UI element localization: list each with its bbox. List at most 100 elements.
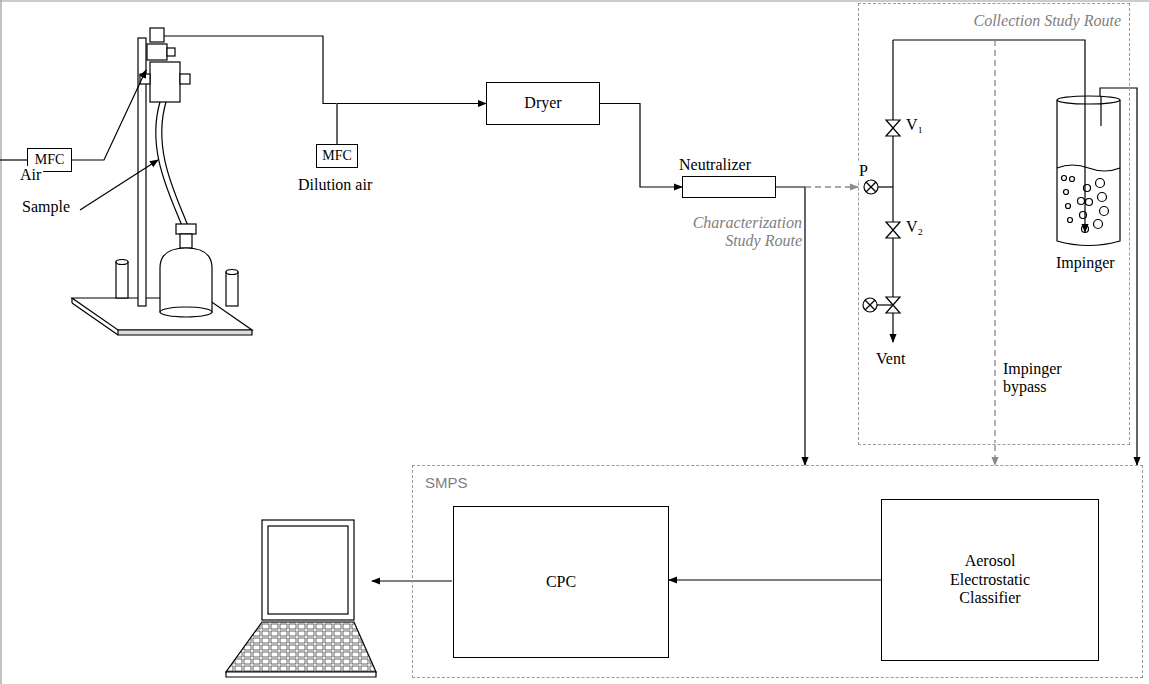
drawing-part — [0, 159, 27, 160]
bubble — [1098, 193, 1107, 202]
drawing-part — [116, 260, 128, 265]
drawing-part — [180, 74, 190, 84]
drawing-part — [180, 234, 192, 248]
counter-box: CPC — [453, 506, 669, 658]
drawing-part — [150, 62, 180, 102]
drawing-part — [0, 0, 1, 684]
inlet-label: Dilution air — [296, 176, 374, 194]
bubble — [1068, 218, 1073, 223]
bubble — [1082, 226, 1089, 233]
flow-arrow — [600, 104, 682, 188]
drawing-part — [878, 186, 893, 187]
route-label: Impinger bypass — [1001, 360, 1087, 397]
bubble — [1070, 177, 1075, 182]
route-region: Collection Study RouteImpinger — [858, 3, 1130, 445]
bubble — [1096, 179, 1105, 188]
dashed-flow-arrow — [805, 186, 858, 187]
drawing-part — [226, 272, 238, 306]
drawing-part — [156, 102, 182, 226]
drawing-part — [866, 182, 876, 192]
valve-label: V₁ — [904, 116, 925, 134]
drawing-part — [162, 102, 188, 226]
drawing-part — [886, 120, 900, 136]
drawing-part — [160, 248, 212, 312]
inlet-label: Air — [18, 166, 43, 184]
drawing-part — [268, 526, 348, 614]
flow-arrow — [1100, 88, 1137, 465]
gauge-vent — [863, 298, 877, 312]
outlet-tube — [1100, 96, 1101, 126]
bubble — [1094, 220, 1103, 229]
impinger-vessel: Impinger — [1056, 96, 1121, 246]
valve-label: V₂ — [904, 218, 925, 236]
drawing-part — [150, 28, 164, 42]
drawing-part — [262, 520, 354, 620]
liquid-surface — [1057, 165, 1120, 171]
bubble — [1100, 207, 1109, 216]
bubble — [1086, 199, 1093, 206]
nebulizer-illustration — [72, 28, 252, 335]
classifier-box: Aerosol Electrostatic Classifier — [881, 499, 1099, 661]
bubble — [1064, 190, 1069, 195]
drawing-part — [886, 222, 900, 238]
dashed-flow-arrow — [994, 445, 995, 465]
drawing-part — [226, 622, 376, 672]
drawing-part — [160, 307, 212, 317]
dryer-box: Dryer — [486, 82, 600, 125]
inlet-label: Sample — [20, 198, 72, 216]
flow-controller: MFC — [316, 144, 358, 168]
neutralizer-tube: Neutralizer — [682, 176, 776, 198]
node-text: Aerosol Electrostatic Classifier — [934, 552, 1046, 607]
drawing-part — [176, 224, 196, 234]
node-text: CPC — [546, 573, 576, 591]
vessel-rim — [1057, 96, 1120, 104]
drawing-part — [864, 180, 878, 194]
drawing-part — [80, 160, 158, 210]
drawing-part — [226, 270, 238, 275]
drawing-part — [71, 298, 72, 303]
drawing-part — [865, 300, 875, 310]
bubble — [1066, 204, 1071, 209]
valve-symbols — [886, 120, 900, 313]
drawing-part — [863, 298, 877, 312]
sensor-label: P — [857, 162, 870, 180]
drawing-part — [72, 303, 118, 335]
drawing-part — [865, 300, 875, 310]
computer-illustration — [226, 520, 376, 677]
vent-label: Vent — [874, 350, 907, 368]
drawing-part — [226, 672, 376, 677]
collection-piping — [877, 40, 1085, 342]
flow-arrow — [337, 104, 486, 145]
drawing-part — [164, 36, 336, 104]
bubble — [1078, 198, 1085, 205]
bubble — [1080, 212, 1087, 219]
drawing-part — [877, 304, 893, 305]
drawing-part — [118, 330, 252, 335]
route-label: Characterization Study Route — [682, 214, 804, 251]
pressure-gauge — [864, 180, 878, 194]
drawing-part — [147, 44, 167, 60]
bubble — [1062, 176, 1067, 181]
node-text: Neutralizer — [679, 156, 751, 174]
drawing-part — [893, 40, 1085, 232]
drawing-part — [886, 297, 900, 313]
drawing-part — [116, 262, 128, 298]
drawing-part — [72, 70, 146, 160]
bubble — [1084, 185, 1091, 192]
region-heading: Collection Study Route — [973, 12, 1121, 30]
bypass-line — [994, 40, 995, 443]
node-text: MFC — [322, 148, 352, 164]
node-text: Dryer — [524, 94, 561, 112]
drawing-part — [0, 0, 1149, 1]
node-text: Impinger — [1056, 254, 1115, 272]
drawing-part — [866, 182, 876, 192]
region-heading: SMPS — [425, 474, 468, 491]
flow-arrow — [669, 579, 881, 580]
cylinder-outline — [1056, 96, 1121, 246]
instrument-region: SMPS CPC Aerosol Electrostatic Classifier — [412, 465, 1143, 678]
vessel-wall — [1057, 100, 1120, 246]
air-lines — [0, 36, 336, 210]
